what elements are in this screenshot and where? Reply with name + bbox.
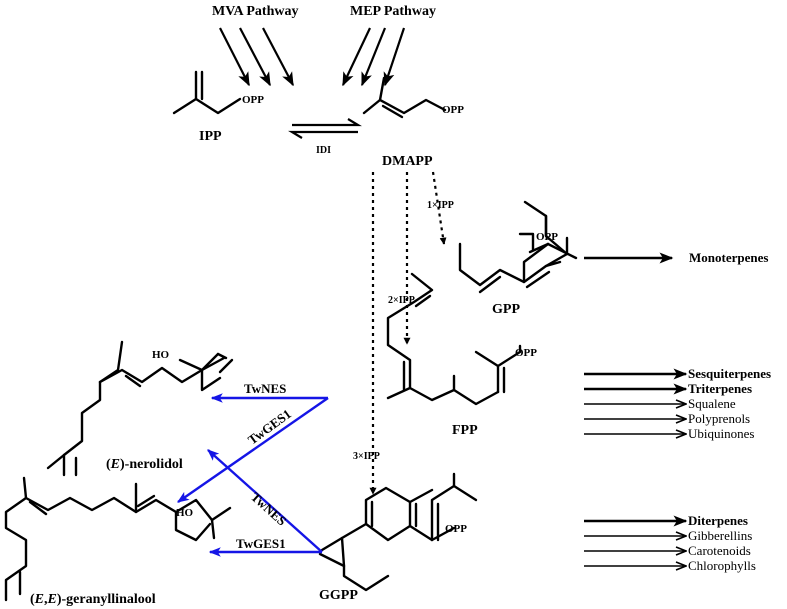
- ggpp-products-arrows: [584, 515, 688, 566]
- dmapp-structure: OPP: [362, 76, 464, 119]
- geranyllinalool-structure: [4, 476, 232, 602]
- twnes-label-2: TwNES: [248, 489, 290, 529]
- product-ubiquinones: Ubiquinones: [688, 426, 754, 441]
- mep-pathway-label: MEP Pathway: [350, 4, 436, 19]
- gpp-opp: OPP: [536, 231, 558, 243]
- fpp-structure: [386, 272, 522, 406]
- enzyme-arrows: [177, 393, 329, 557]
- product-gibberellins: Gibberellins: [688, 528, 752, 543]
- geranyllinalool-ho: HO: [176, 507, 194, 519]
- dotted-arrows: [369, 171, 447, 495]
- ggpp-label: GGPP: [319, 588, 358, 603]
- monoterpenes-label: Monoterpenes: [689, 250, 768, 265]
- two-ipp-label: 2×IPP: [388, 295, 415, 306]
- product-diterpenes: Diterpenes: [688, 513, 748, 528]
- fpp-opp: OPP: [515, 347, 537, 359]
- dmapp-opp: OPP: [442, 104, 464, 116]
- product-carotenoids: Carotenoids: [688, 543, 751, 558]
- product-chlorophylls: Chlorophylls: [688, 558, 756, 573]
- gpp-structure: [458, 200, 578, 294]
- ipp-opp: OPP: [242, 94, 264, 106]
- geranyllinalool-label: (E,E)-geranyllinalool: [30, 592, 156, 607]
- product-polyprenols: Polyprenols: [688, 411, 750, 426]
- one-ipp-label: 1×IPP: [427, 200, 454, 211]
- idi-label: IDI: [316, 145, 331, 156]
- product-squalene: Squalene: [688, 396, 736, 411]
- nerolidol-ho: HO: [152, 349, 170, 361]
- ipp-label: IPP: [199, 129, 222, 144]
- twnes-label-1: TwNES: [244, 381, 286, 396]
- ggpp-opp: OPP: [445, 523, 467, 535]
- idi-equilibrium: [288, 118, 362, 139]
- twges1-label-2: TwGES1: [236, 536, 286, 551]
- dmapp-label: DMAPP: [382, 154, 433, 169]
- mva-pathway-label: MVA Pathway: [212, 4, 298, 19]
- mep-arrows: [342, 27, 406, 87]
- ipp-structure: OPP: [172, 70, 264, 115]
- fpp-label: FPP: [452, 423, 478, 438]
- fpp-products-arrows: [584, 368, 688, 434]
- mva-arrows: [219, 27, 294, 87]
- product-triterpenes: Triterpenes: [688, 381, 752, 396]
- ggpp-structure: [318, 472, 478, 592]
- nerolidol-label: (E)-nerolidol: [106, 457, 183, 472]
- nerolidol-structure: [46, 340, 234, 477]
- gpp-label: GPP: [492, 302, 520, 317]
- product-sesquiterpenes: Sesquiterpenes: [688, 366, 771, 381]
- three-ipp-label: 3×IPP: [353, 451, 380, 462]
